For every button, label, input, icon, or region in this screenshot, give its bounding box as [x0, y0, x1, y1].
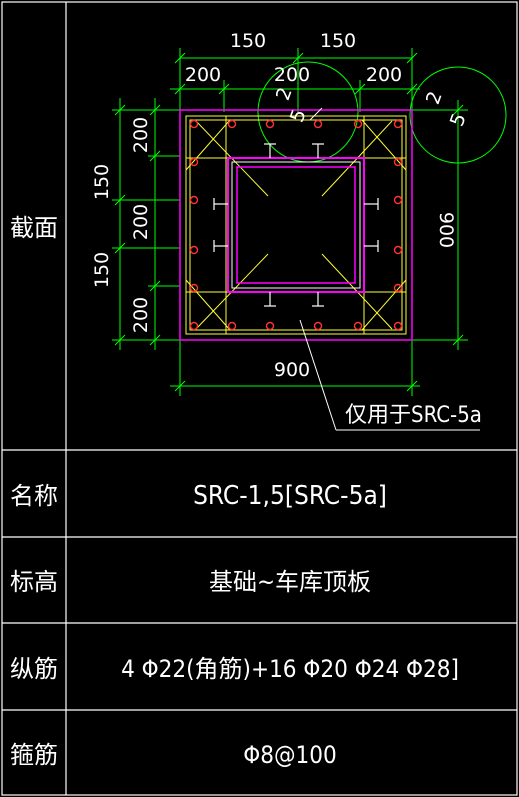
stirrup-value: Φ8@100 [243, 741, 337, 769]
dim-top-lower-3: 200 [366, 64, 402, 86]
dimension-lines [112, 48, 507, 396]
row-label-stirrup: 箍筋 [10, 741, 58, 769]
column-name-value: SRC-1,5[SRC-5a] [193, 481, 387, 511]
dim-bottom: 900 [274, 359, 310, 381]
cross-section-drawing: 150 150 200 200 200 150 150 200 200 200 … [91, 30, 507, 431]
dim-left-inner-3: 200 [130, 297, 152, 333]
stirrups [185, 115, 407, 335]
dim-left-outer-2: 150 [91, 252, 113, 288]
longitudinal-bars [189, 119, 403, 331]
detail-leader [309, 107, 323, 121]
dim-left-inner-1: 200 [130, 117, 152, 153]
row-label-elevation: 标高 [10, 568, 58, 596]
dim-top-lower-1: 200 [185, 64, 221, 86]
row-label-section: 截面 [10, 214, 58, 242]
dim-top-lower-2: 200 [274, 64, 310, 86]
steel-section [227, 157, 365, 293]
note-leader [299, 319, 480, 431]
concrete-outline [179, 109, 413, 341]
detail-mark-left-2: 2 [272, 85, 297, 104]
longitudinal-rebar-value: 4 Φ22(角筋)+16 Φ20 Φ24 Φ28] [121, 655, 459, 683]
dim-top-upper-1: 150 [230, 30, 266, 52]
dim-left-inner-2: 200 [130, 204, 152, 240]
row-label-name: 名称 [10, 482, 58, 510]
row-label-longitudinal-rebar: 纵筋 [10, 655, 58, 683]
detail-circle-right [409, 66, 507, 164]
detail-mark-right-2: 2 [422, 89, 447, 108]
shear-studs [213, 143, 379, 307]
elevation-value: 基础~车库顶板 [209, 568, 371, 596]
dim-left-outer-1: 150 [91, 164, 113, 200]
dim-right: 900 [435, 212, 457, 248]
dim-top-upper-2: 150 [320, 30, 356, 52]
note-text: 仅用于SRC-5a [345, 403, 482, 428]
